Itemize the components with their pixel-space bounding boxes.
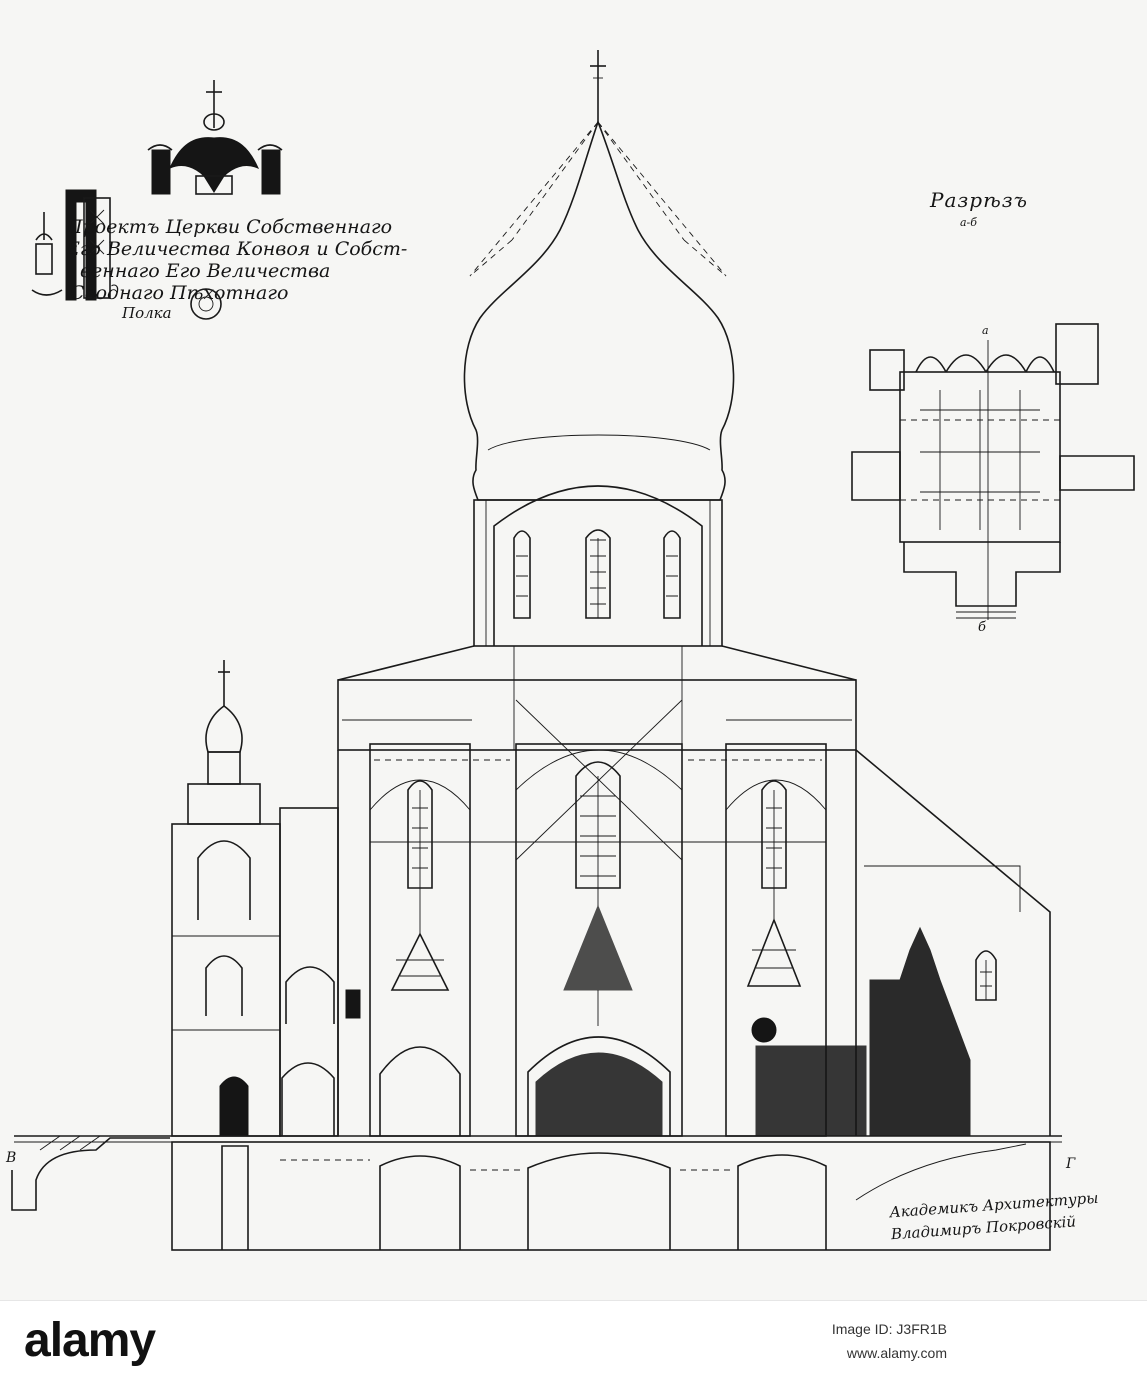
dome-drum — [473, 485, 723, 647]
watermark-bar: alamy Image ID: J3FR1B www.alamy.com — [0, 1300, 1147, 1391]
narthex — [279, 807, 361, 1137]
main-dome — [463, 50, 735, 501]
floor-plan — [851, 323, 1135, 620]
image-id: Image ID: J3FR1B — [831, 1321, 947, 1337]
title-text-line: Его Величества Конвоя и Собст- — [66, 238, 408, 260]
title-text-line: Проектъ Церкви Собственнаго — [66, 216, 393, 238]
section-scale: а-б — [960, 216, 977, 229]
title-text-line: веннаго Его Величества — [80, 260, 331, 282]
plan-mark: б — [978, 620, 986, 635]
roof-section — [337, 645, 857, 751]
site-url: www.alamy.com — [846, 1345, 947, 1361]
church-section-drawing — [11, 50, 1135, 1251]
section-mark: В — [6, 1150, 17, 1166]
drawing-sheet: Проектъ Церкви Собственнаго Его Величест… — [0, 0, 1147, 1300]
plan-mark: а — [982, 324, 989, 337]
bell-tower — [171, 660, 281, 1137]
imperial-eagle-emblem — [147, 80, 283, 195]
right-aisle — [751, 749, 1051, 1137]
drum-windows — [513, 529, 681, 619]
alamy-logo: alamy — [24, 1314, 156, 1367]
lower-arches — [379, 1036, 671, 1137]
title-text-line: Своднаго Пѣхотнаго — [70, 282, 289, 304]
section-mark: Г — [1066, 1156, 1076, 1172]
title-initial-letter — [65, 189, 111, 301]
title-ornament-roundel — [190, 288, 222, 320]
nave-windows — [407, 761, 787, 889]
ground-and-crypt — [11, 1135, 1062, 1251]
section-label: Разрѣзъ — [930, 188, 1028, 212]
chandeliers — [390, 888, 802, 1026]
side-ornament-left — [31, 212, 63, 296]
title-text-line: Полка — [122, 304, 172, 322]
